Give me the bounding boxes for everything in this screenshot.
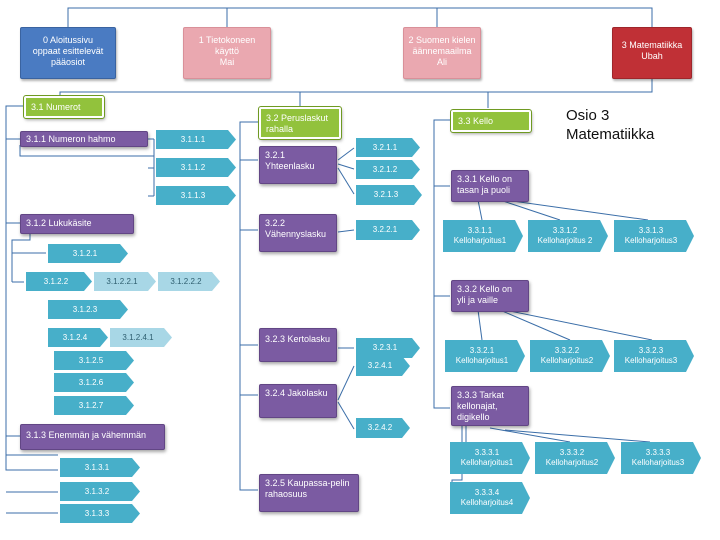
node-3-3-3-2: 3.3.3.2 Kelloharjoitus2: [535, 442, 615, 474]
top-node-tietokone-line1: 1 Tietokoneen: [198, 35, 256, 45]
top-node-suomen-kieli: 2 Suomen kielen äännemaailma Ali: [403, 27, 481, 79]
node-3-3-2-1: 3.3.2.1 Kelloharjoitus1: [445, 340, 525, 372]
node-3-1-1-2: 3.1.1.2: [156, 158, 236, 177]
node-3-2-2: 3.2.2 Vähennyslasku: [259, 214, 337, 252]
node-3-3-3-2-id: 3.3.3.2: [559, 448, 585, 457]
node-3-3-3-1: 3.3.3.1 Kelloharjoitus1: [450, 442, 530, 474]
node-3-3-1: 3.3.1 Kello on tasan ja puoli: [451, 170, 529, 202]
node-3-3-2-1-label: Kelloharjoitus1: [455, 356, 509, 365]
node-3-1-3-2: 3.1.3.2: [60, 482, 140, 501]
node-3-2-1-1: 3.2.1.1: [356, 138, 420, 157]
top-node-aloitussivu: 0 Aloitussivu oppaat esittelevät pääosio…: [20, 27, 116, 79]
node-3-3-2-3: 3.3.2.3 Kelloharjoitus3: [614, 340, 694, 372]
node-3-3-1-1-id: 3.3.1.1: [467, 226, 493, 235]
node-3-3-2-3-id: 3.3.2.3: [638, 346, 664, 355]
node-3-2-4: 3.2.4 Jakolasku: [259, 384, 337, 418]
node-3-3-2-3-label: Kelloharjoitus3: [624, 356, 678, 365]
node-3-3-2: 3.3.2 Kello on yli ja vaille: [451, 280, 529, 312]
node-3-3-2-2-label: Kelloharjoitus2: [540, 356, 594, 365]
node-3-1-3-1: 3.1.3.1: [60, 458, 140, 477]
top-node-suomen-kieli-line2: äännemaailma: [412, 46, 472, 56]
node-3-1-2-2-2: 3.1.2.2.2: [158, 272, 220, 291]
node-3-2-1-2: 3.2.1.2: [356, 160, 420, 179]
node-3-2-4-2: 3.2.4.2: [356, 418, 410, 438]
top-node-matematiikka: 3 Matematiikka Ubah: [612, 27, 692, 79]
node-3-1-numerot: 3.1 Numerot: [23, 95, 105, 119]
node-3-1-2-7: 3.1.2.7: [54, 396, 134, 415]
top-node-suomen-kieli-line1: 2 Suomen kielen: [408, 35, 476, 45]
node-3-3-3-1-id: 3.3.3.1: [474, 448, 500, 457]
node-3-1-2-5: 3.1.2.5: [54, 351, 134, 370]
node-3-2-5: 3.2.5 Kaupassa-pelin rahaosuus: [259, 474, 359, 512]
node-3-3-3-2-label: Kelloharjoitus2: [545, 458, 599, 467]
node-3-3-3-4-id: 3.3.3.4: [474, 488, 500, 497]
node-3-3-3-4: 3.3.3.4 Kelloharjoitus4: [450, 482, 530, 514]
node-3-2-3: 3.2.3 Kertolasku: [259, 328, 337, 362]
node-3-1-2-3: 3.1.2.3: [48, 300, 128, 319]
node-3-1-3: 3.1.3 Enemmän ja vähemmän: [20, 424, 165, 450]
top-node-aloitussivu-line2: oppaat esittelevät: [32, 46, 104, 56]
node-3-1-2-6: 3.1.2.6: [54, 373, 134, 392]
node-3-3-1-2-label: Kelloharjoitus 2: [537, 236, 593, 245]
top-node-tietokone-line3: Mai: [219, 57, 235, 67]
node-3-1-3-3: 3.1.3.3: [60, 504, 140, 523]
node-3-1-2: 3.1.2 Lukukäsite: [20, 214, 134, 234]
node-3-1-2-4: 3.1.2.4: [48, 328, 108, 347]
node-3-3-1-3-label: Kelloharjoitus3: [624, 236, 678, 245]
node-3-1-2-4-1: 3.1.2.4.1: [110, 328, 172, 347]
node-3-1-1: 3.1.1 Numeron hahmo: [20, 131, 148, 147]
node-3-3-1-3: 3.3.1.3 Kelloharjoitus3: [614, 220, 694, 252]
node-3-3-2-1-id: 3.3.2.1: [469, 346, 495, 355]
node-3-1-2-2: 3.1.2.2: [26, 272, 92, 291]
node-3-2-3-1: 3.2.3.1: [356, 338, 420, 358]
node-3-3-1-1: 3.3.1.1 Kelloharjoitus1: [443, 220, 523, 252]
node-3-3-1-2-id: 3.3.1.2: [552, 226, 578, 235]
node-3-3-1-2: 3.3.1.2 Kelloharjoitus 2: [528, 220, 608, 252]
top-node-suomen-kieli-line3: Ali: [436, 57, 447, 67]
node-3-3-3-3: 3.3.3.3 Kelloharjoitus3: [621, 442, 701, 474]
node-3-2-1-3: 3.2.1.3: [356, 185, 422, 205]
node-3-3-kello: 3.3 Kello: [450, 109, 532, 133]
node-3-3-3-1-label: Kelloharjoitus1: [460, 458, 514, 467]
node-3-2-peruslaskut: 3.2 Peruslaskut rahalla: [258, 106, 342, 140]
node-3-2-2-1: 3.2.2.1: [356, 220, 420, 240]
section-heading-line2: Matematiikka: [566, 126, 655, 143]
node-3-3-3: 3.3.3 Tarkat kellonajat, digikello: [451, 386, 529, 426]
node-3-3-3-3-id: 3.3.3.3: [645, 448, 671, 457]
node-3-3-1-1-label: Kelloharjoitus1: [453, 236, 507, 245]
top-node-aloitussivu-line3: pääosiot: [50, 57, 86, 67]
node-3-2-4-1: 3.2.4.1: [356, 356, 410, 376]
section-heading-line1: Osio 3: [566, 107, 610, 124]
top-node-tietokone: 1 Tietokoneen käyttö Mai: [183, 27, 271, 79]
node-3-3-3-3-label: Kelloharjoitus3: [631, 458, 685, 467]
top-node-matematiikka-line1: 3 Matematiikka: [621, 40, 683, 50]
node-3-3-1-3-id: 3.3.1.3: [638, 226, 664, 235]
node-3-1-1-3: 3.1.1.3: [156, 186, 236, 205]
node-3-3-2-2-id: 3.3.2.2: [554, 346, 580, 355]
node-3-1-2-1: 3.1.2.1: [48, 244, 128, 263]
top-node-aloitussivu-line1: 0 Aloitussivu: [42, 35, 94, 45]
top-node-tietokone-line2: käyttö: [214, 46, 239, 56]
node-3-1-1-1: 3.1.1.1: [156, 130, 236, 149]
node-3-3-3-4-label: Kelloharjoitus4: [460, 498, 514, 507]
node-3-3-2-2: 3.3.2.2 Kelloharjoitus2: [530, 340, 610, 372]
node-3-1-2-2-1: 3.1.2.2.1: [94, 272, 156, 291]
top-node-matematiikka-line2: Ubah: [641, 51, 663, 61]
node-3-2-1: 3.2.1 Yhteenlasku: [259, 146, 337, 184]
section-heading: Osio 3 Matematiikka: [566, 106, 654, 144]
